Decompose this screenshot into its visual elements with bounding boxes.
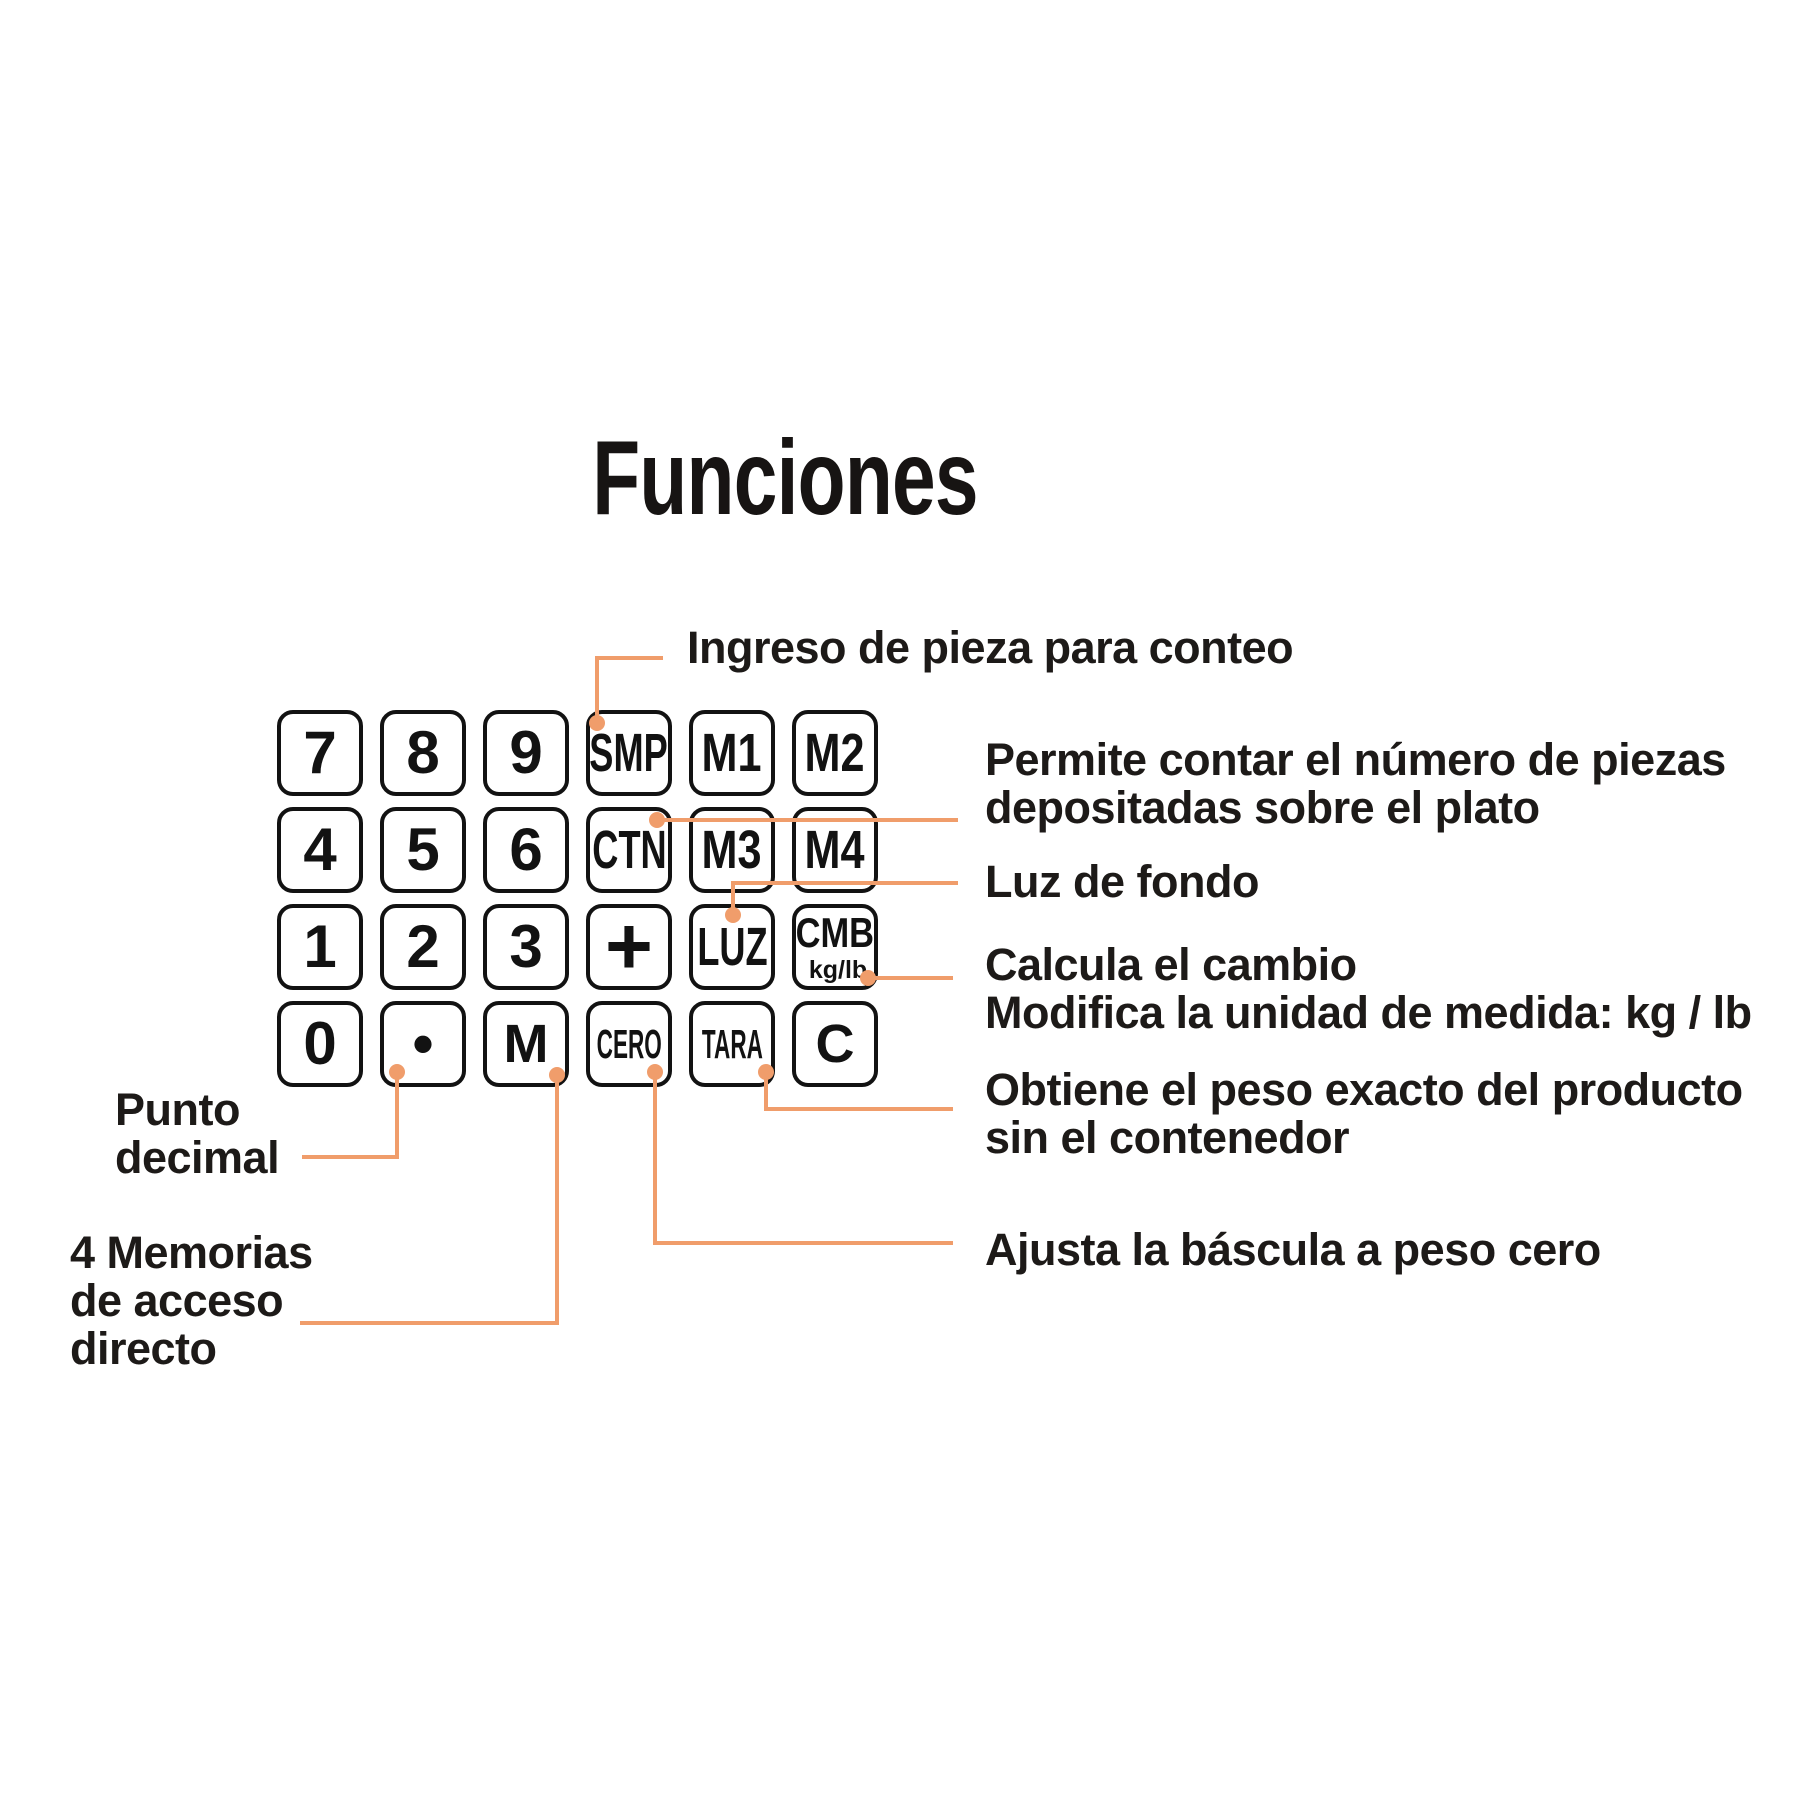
note-smp: Ingreso de pieza para conteo bbox=[687, 622, 1294, 673]
note-ctn: Permite contar el número de piezas depos… bbox=[985, 736, 1726, 832]
key-label: M3 bbox=[701, 820, 762, 880]
key-c[interactable]: C bbox=[792, 1001, 878, 1087]
connector-line bbox=[595, 656, 663, 660]
connector-line bbox=[302, 1155, 399, 1159]
note-line: Luz de fondo bbox=[985, 856, 1259, 907]
connector-line bbox=[655, 818, 958, 822]
connector-line bbox=[731, 881, 735, 917]
key-label: C bbox=[815, 1014, 855, 1074]
key-8[interactable]: 8 bbox=[380, 710, 466, 796]
connector-line bbox=[653, 1070, 657, 1245]
key-label: 9 bbox=[509, 719, 543, 786]
note-line: sin el contenedor bbox=[985, 1112, 1350, 1163]
key-sublabel-kg-lb: kg/lb bbox=[808, 955, 868, 984]
note-line: depositadas sobre el plato bbox=[985, 782, 1540, 833]
key-smp[interactable]: SMP bbox=[586, 710, 672, 796]
key-6[interactable]: 6 bbox=[483, 807, 569, 893]
key-7[interactable]: 7 bbox=[277, 710, 363, 796]
note-luz: Luz de fondo bbox=[985, 858, 1259, 906]
key-1[interactable]: 1 bbox=[277, 904, 363, 990]
key-label: M bbox=[503, 1014, 549, 1074]
key-label: 5 bbox=[406, 816, 440, 883]
note-punto-decimal: Punto decimal bbox=[115, 1084, 280, 1183]
connector-line bbox=[866, 976, 953, 980]
connector-line bbox=[555, 1073, 559, 1325]
key-m1[interactable]: M1 bbox=[689, 710, 775, 796]
key-tara[interactable]: TARA bbox=[689, 1001, 775, 1087]
key-label: SMP bbox=[589, 723, 669, 783]
key-plus[interactable]: + bbox=[586, 904, 672, 990]
key-label: 4 bbox=[303, 816, 337, 883]
key-label: 1 bbox=[303, 913, 337, 980]
note-cero: Ajusta la báscula a peso cero bbox=[985, 1226, 1601, 1274]
connector-line bbox=[653, 1241, 953, 1245]
connector-line bbox=[395, 1070, 399, 1159]
connector-line bbox=[764, 1107, 953, 1111]
decimal-dot-glyph: • bbox=[412, 1010, 434, 1077]
connector-dot bbox=[389, 1064, 405, 1080]
note-line: decimal bbox=[115, 1132, 280, 1183]
key-label: M1 bbox=[701, 723, 762, 783]
key-2[interactable]: 2 bbox=[380, 904, 466, 990]
connector-dot bbox=[549, 1067, 565, 1083]
connector-dot bbox=[647, 1064, 663, 1080]
connector-dot bbox=[725, 907, 741, 923]
note-line: Modifica la unidad de medida: kg / lb bbox=[985, 987, 1752, 1038]
key-9[interactable]: 9 bbox=[483, 710, 569, 796]
note-line: directo bbox=[70, 1323, 217, 1374]
note-line: Obtiene el peso exacto del producto bbox=[985, 1064, 1743, 1115]
key-ctn[interactable]: CTN bbox=[586, 807, 672, 893]
key-0[interactable]: 0 bbox=[277, 1001, 363, 1087]
connector-line bbox=[764, 1070, 768, 1111]
key-label: CTN bbox=[591, 820, 667, 880]
key-label: + bbox=[605, 901, 653, 992]
page-title: Funciones bbox=[592, 419, 978, 537]
note-line: Ajusta la báscula a peso cero bbox=[985, 1224, 1601, 1275]
note-line: Permite contar el número de piezas bbox=[985, 734, 1726, 785]
key-label: 0 bbox=[303, 1010, 337, 1077]
key-label: CERO bbox=[596, 1020, 662, 1067]
key-label: 8 bbox=[406, 719, 440, 786]
connector-line bbox=[595, 656, 599, 723]
connector-line bbox=[300, 1321, 559, 1325]
key-label: 2 bbox=[406, 913, 440, 980]
key-label: LUZ bbox=[696, 917, 768, 977]
key-label: 6 bbox=[509, 816, 543, 883]
connector-dot bbox=[758, 1064, 774, 1080]
key-label: TARA bbox=[701, 1020, 763, 1067]
note-line: Punto bbox=[115, 1084, 240, 1135]
note-memorias: 4 Memorias de acceso directo bbox=[70, 1229, 313, 1373]
keypad: 7 8 9 SMP M1 M2 4 5 6 CTN M3 M4 1 2 3 + … bbox=[277, 710, 878, 1087]
key-label: 3 bbox=[509, 913, 543, 980]
note-tara: Obtiene el peso exacto del producto sin … bbox=[985, 1066, 1743, 1162]
key-label: M4 bbox=[804, 820, 865, 880]
key-5[interactable]: 5 bbox=[380, 807, 466, 893]
key-3[interactable]: 3 bbox=[483, 904, 569, 990]
connector-dot bbox=[649, 812, 665, 828]
key-label: CMB bbox=[795, 908, 875, 956]
key-label: M2 bbox=[804, 723, 865, 783]
note-line: 4 Memorias bbox=[70, 1227, 313, 1278]
key-m[interactable]: M bbox=[483, 1001, 569, 1087]
note-line: Ingreso de pieza para conteo bbox=[687, 622, 1294, 673]
key-m2[interactable]: M2 bbox=[792, 710, 878, 796]
note-cmb: Calcula el cambio Modifica la unidad de … bbox=[985, 941, 1752, 1037]
note-line: de acceso bbox=[70, 1275, 284, 1326]
key-4[interactable]: 4 bbox=[277, 807, 363, 893]
key-label: 7 bbox=[303, 719, 337, 786]
connector-dot bbox=[589, 715, 605, 731]
connector-line bbox=[731, 881, 958, 885]
connector-dot bbox=[860, 970, 876, 986]
note-line: Calcula el cambio bbox=[985, 939, 1357, 990]
